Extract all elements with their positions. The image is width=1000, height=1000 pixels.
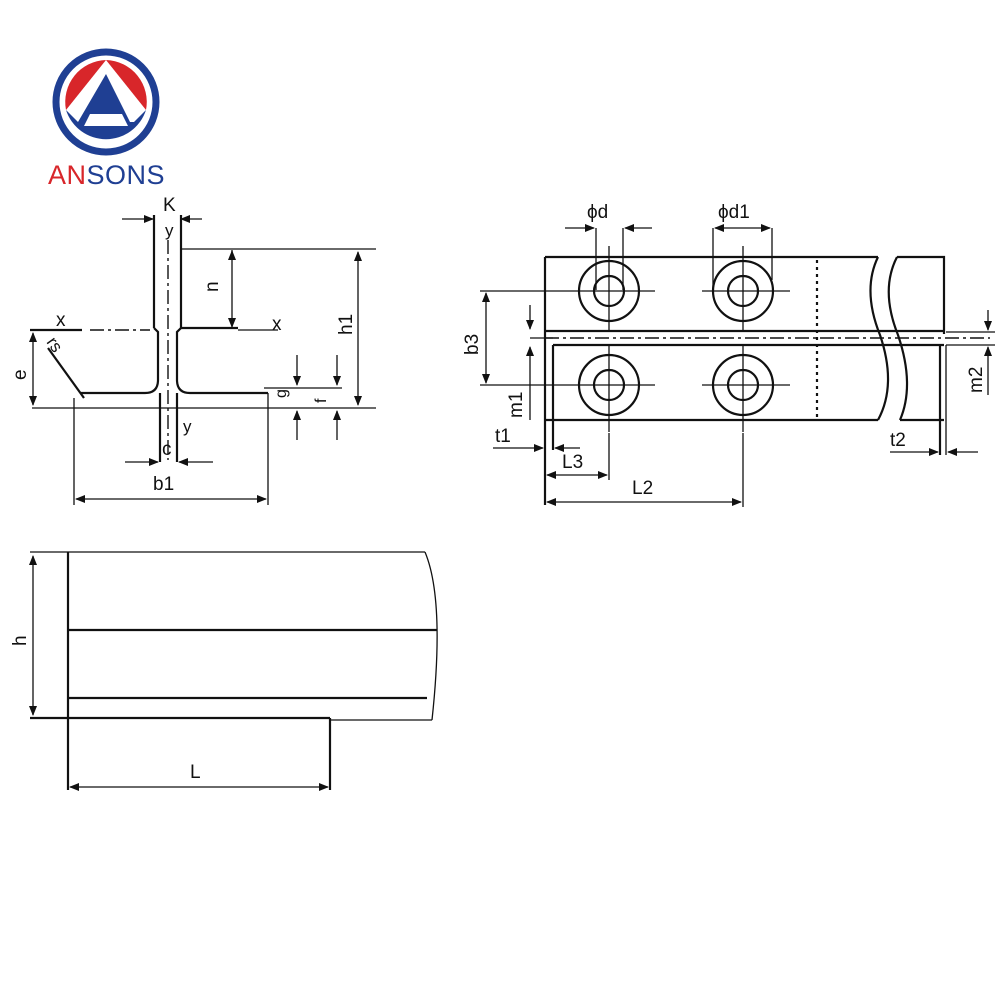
label-m1: m1 xyxy=(506,392,527,418)
label-L3: L3 xyxy=(562,452,583,473)
label-m2: m2 xyxy=(966,367,987,393)
label-phi-d1: ϕd1 xyxy=(718,202,750,223)
label-h1: h1 xyxy=(336,314,357,335)
label-t2: t2 xyxy=(890,430,906,451)
ansons-logo: ANSONS xyxy=(48,48,166,193)
ansons-logo-icon xyxy=(52,48,160,156)
label-phi-d: ϕd xyxy=(587,202,608,223)
label-x-left: x xyxy=(56,310,66,331)
hole-bottom-left xyxy=(565,346,655,432)
label-K: K xyxy=(163,195,176,216)
profile-cross-section: K y x x n h1 e xyxy=(10,195,376,505)
label-y-top: y xyxy=(165,221,174,240)
hole-bottom-right xyxy=(702,346,790,432)
label-c: c xyxy=(162,439,172,460)
hole-top-right xyxy=(702,246,790,330)
side-view: h L xyxy=(10,551,438,791)
ansons-wordmark: ANSONS xyxy=(48,160,166,191)
label-e: e xyxy=(10,369,31,380)
label-b3: b3 xyxy=(462,334,483,355)
label-f: f xyxy=(313,398,330,403)
label-n: n xyxy=(202,281,223,292)
hole-top-left xyxy=(565,246,655,330)
top-view: ϕd ϕd1 b3 m1 m2 t1 t2 L3 xyxy=(462,202,995,507)
label-rs: rs xyxy=(43,333,67,356)
label-h: h xyxy=(10,635,31,646)
label-b1: b1 xyxy=(153,474,174,495)
brand-sons: SONS xyxy=(86,160,166,190)
label-t1: t1 xyxy=(495,426,511,447)
label-L: L xyxy=(190,762,201,783)
label-x-right: x xyxy=(272,314,282,335)
label-L2: L2 xyxy=(632,478,653,499)
label-g: g xyxy=(273,389,290,398)
brand-an: AN xyxy=(48,160,87,190)
label-y-bottom: y xyxy=(183,417,192,436)
